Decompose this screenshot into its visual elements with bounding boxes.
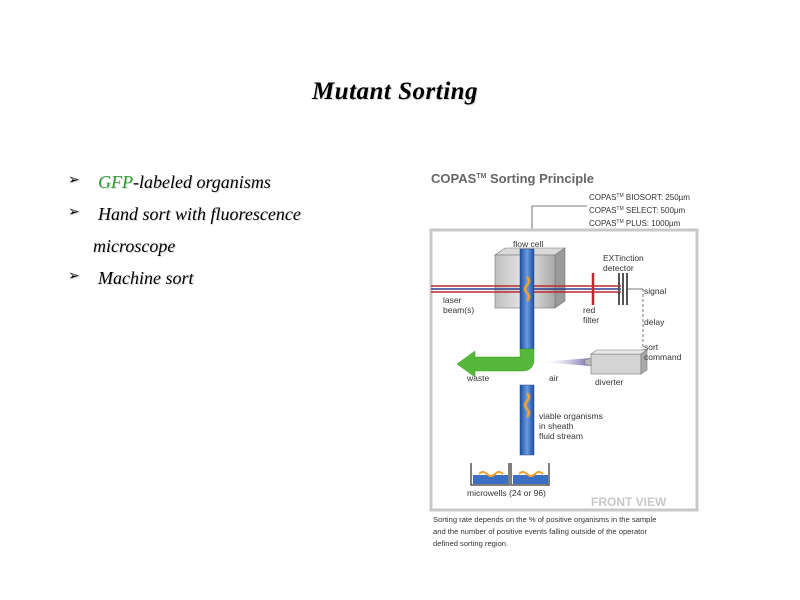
air-jet [539,358,591,366]
bullet-text: -labeled organisms [133,172,271,192]
label-air: air [549,373,559,383]
model-select: COPASTM SELECT: 500µm [589,206,686,215]
arrowhead-bullet-icon: ➢ [68,268,80,284]
label-filter: filter [583,315,599,325]
bullet-item: ➢ GFP-labeled organisms [68,166,398,198]
model-biosort: COPASTM BIOSORT: 250µm [589,193,690,202]
bullet-item: ➢ Hand sort with fluorescence [68,198,398,230]
arrowhead-bullet-icon: ➢ [68,204,80,220]
caption-line: and the number of positive events fallin… [433,527,647,536]
sheath-tube-lower [519,384,535,456]
copas-model-list: COPASTM BIOSORT: 250µm COPASTM SELECT: 5… [589,193,690,228]
label-laser: laser [443,295,462,305]
organism-icon [523,392,531,418]
label-microwells: microwells (24 or 96) [467,488,546,498]
organism-icon [518,471,544,477]
label-detector: detector [603,263,634,273]
gfp-highlight: GFP [98,172,133,192]
label-extinction: EXTinction [603,253,644,263]
arrowhead-bullet-icon: ➢ [68,172,80,188]
front-view-watermark: FRONT VIEW [591,495,667,509]
microwells [470,463,550,486]
label-waste: waste [466,373,489,383]
label-command: command [644,352,682,362]
label-delay: delay [644,317,665,327]
label-in-sheath: in sheath [539,421,574,431]
bullet-list: ➢ GFP-labeled organisms ➢ Hand sort with… [68,166,398,294]
slide-title: Mutant Sorting [311,78,479,105]
bullet-item: ➢ Machine sort [68,262,398,294]
bullet-text: Machine sort [98,268,194,288]
figure-caption: Sorting rate depends on the % of positiv… [433,515,656,548]
label-signal: signal [644,286,666,296]
label-diverter: diverter [595,377,624,387]
diverter-unit [584,349,648,375]
label-red: red [583,305,596,315]
figure-heading: COPASTM Sorting Principle [431,171,594,186]
bullet-text: microscope [93,236,176,256]
label-viable: viable organisms [539,411,603,421]
organism-icon [523,276,531,302]
waste-arrow [456,348,535,378]
copas-sorting-diagram: COPASTM Sorting Principle COPASTM BIOSOR… [429,171,699,548]
sheath-tube-upper [519,248,535,350]
model-plus: COPASTM PLUS: 1000µm [589,219,681,228]
label-fluid-stream: fluid stream [539,431,583,441]
caption-line: Sorting rate depends on the % of positiv… [433,515,656,524]
bullet-continuation: microscope [68,230,398,262]
label-flow-cell: flow cell [513,239,543,249]
extinction-detector [618,273,628,305]
label-beams: beam(s) [443,305,474,315]
caption-line: defined sorting region. [433,539,508,548]
label-sort: sort [644,342,659,352]
organism-icon [478,471,504,477]
bullet-text: Hand sort with fluorescence [98,204,301,224]
